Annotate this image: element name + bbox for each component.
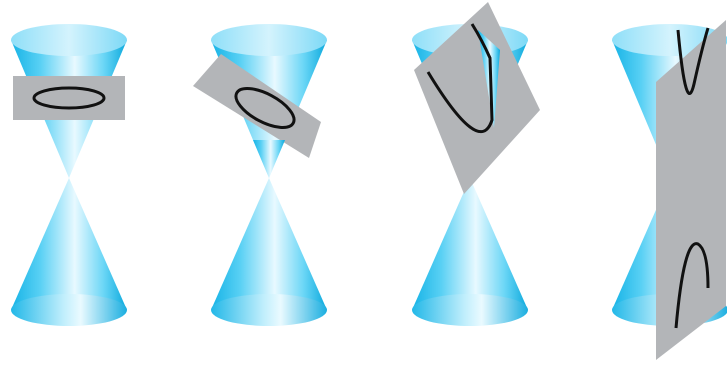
panel-parabola	[412, 2, 540, 326]
panel-hyperbola	[612, 20, 727, 360]
panel-circle	[11, 24, 127, 326]
panel-ellipse	[193, 24, 327, 326]
